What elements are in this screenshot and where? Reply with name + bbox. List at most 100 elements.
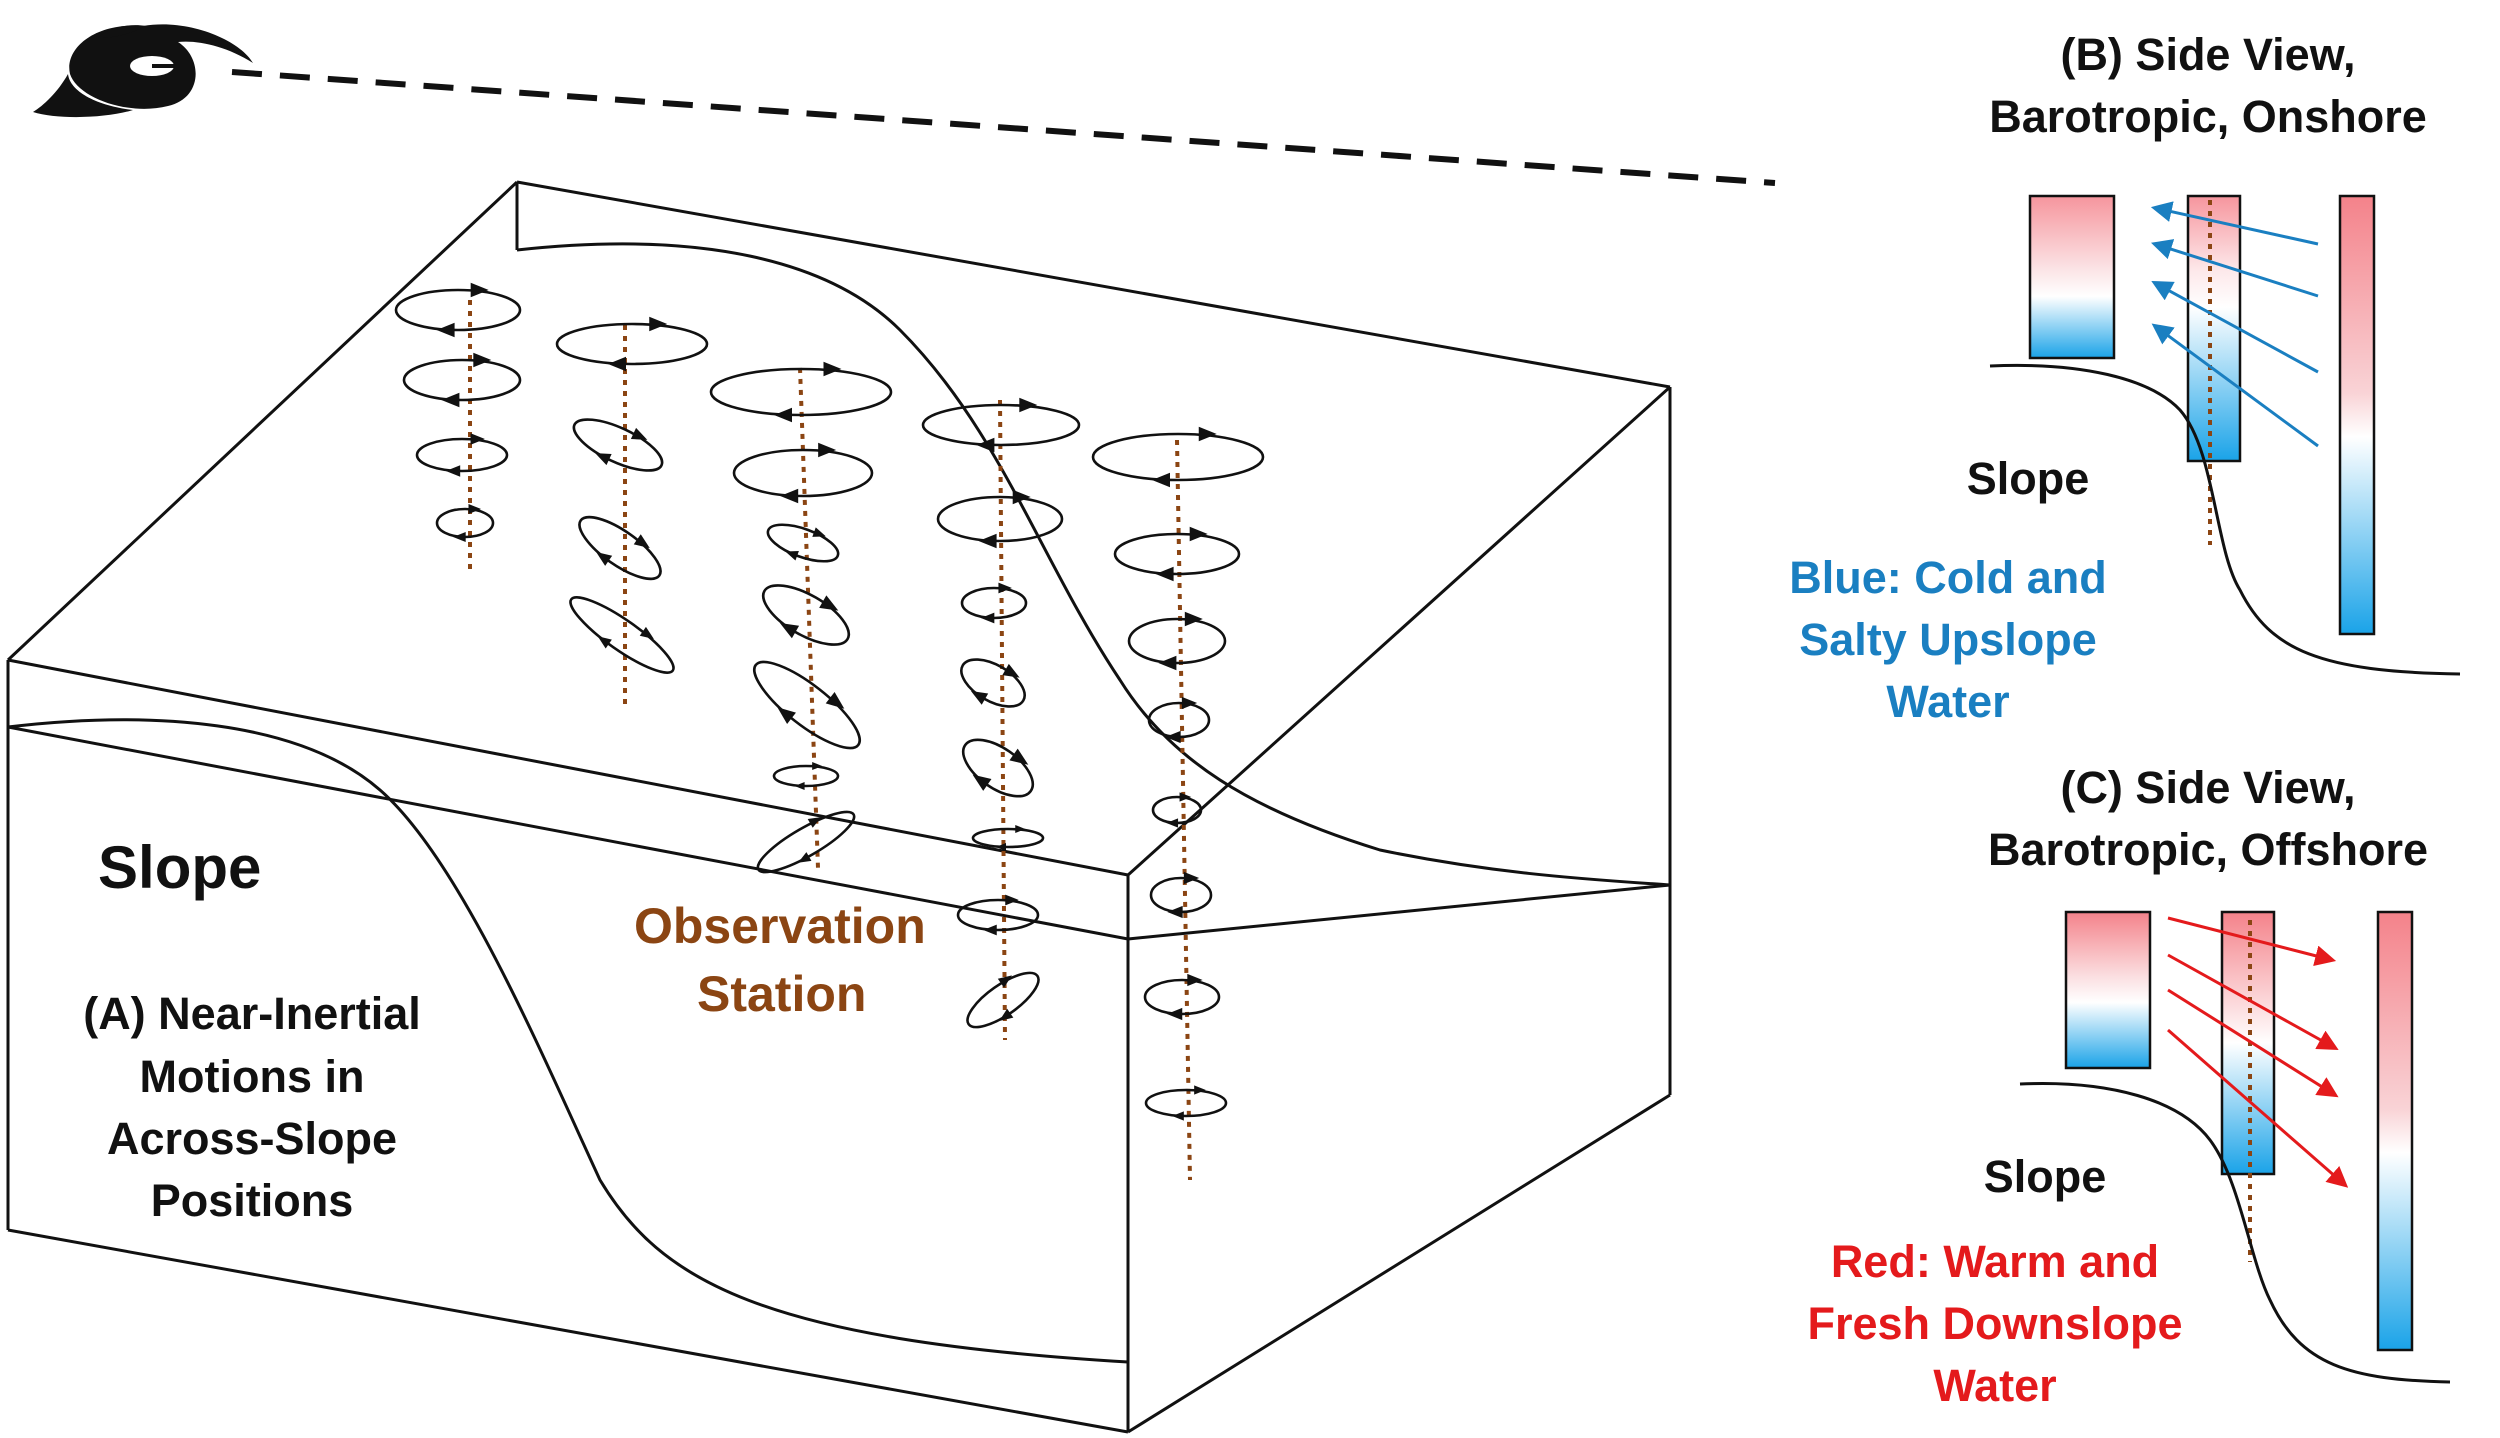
inertial-ellipse	[1149, 871, 1213, 919]
motion-arrowhead	[1152, 472, 1170, 488]
panel-b-legend-line: Blue: Cold and	[1789, 552, 2106, 603]
inertial-ellipse	[1151, 792, 1203, 828]
motion-arrowhead	[445, 465, 461, 477]
inertial-ellipse	[1143, 973, 1221, 1021]
inertial-ellipse	[435, 503, 495, 543]
motion-arrowhead	[785, 551, 799, 561]
motion-arrowhead	[1179, 792, 1192, 802]
inertial-ellipse	[415, 433, 509, 477]
inertial-ellipse	[960, 582, 1028, 624]
slope-surface-curve	[516, 242, 1671, 887]
panel-a-caption: (A) Near-Inertial Motions in Across-Slop…	[83, 988, 421, 1226]
inertial-ellipse	[572, 418, 664, 472]
motion-arrowhead	[807, 817, 822, 828]
inertial-ellipse	[756, 810, 856, 874]
motion-arrowhead	[999, 1008, 1014, 1021]
profile-bar-deep	[2338, 194, 2376, 636]
motion-arrowhead	[441, 392, 460, 408]
motion-arrowhead	[1166, 1007, 1183, 1021]
block-diagram	[6, 180, 1672, 1434]
motion-arrowhead	[1167, 905, 1183, 919]
motion-arrowhead	[436, 322, 455, 338]
onshore-arrow	[2151, 323, 2319, 448]
motion-arrowhead	[1155, 566, 1174, 582]
hurricane-icon	[33, 24, 253, 118]
motion-arrowhead	[1165, 730, 1181, 744]
panel-a-caption-line: (A) Near-Inertial	[83, 988, 421, 1039]
motion-arrowhead	[818, 442, 837, 458]
panel-a-caption-line: Across-Slope	[107, 1113, 397, 1164]
motion-arrowhead	[649, 316, 668, 332]
motion-arrowhead	[596, 552, 613, 566]
profile-bar-shelf	[2028, 194, 2116, 360]
inertial-ellipse	[753, 660, 861, 750]
station-label-line1: Observation	[634, 898, 926, 954]
motion-arrowhead	[980, 612, 995, 624]
panel-c-slope-label: Slope	[1984, 1151, 2107, 1202]
station-line	[798, 367, 820, 869]
inertial-ellipse	[1127, 611, 1227, 671]
slope-front-curve	[7, 718, 1129, 1364]
motion-arrowhead	[1012, 489, 1031, 505]
inertial-ellipse	[1113, 526, 1241, 582]
inertial-ellipse	[394, 282, 522, 338]
motion-arrowhead	[630, 427, 648, 440]
inertial-ellipse	[569, 596, 675, 674]
inertial-ellipse	[772, 762, 840, 790]
station-label-line2: Station	[697, 966, 866, 1022]
profile-bar-deep	[2376, 910, 2414, 1352]
inertial-ellipse	[956, 894, 1040, 936]
inertial-ellipse	[732, 442, 874, 504]
motion-arrowhead	[1158, 655, 1177, 671]
panel-b-legend-line: Salty Upslope	[1799, 614, 2097, 665]
motion-arrowhead	[798, 852, 812, 863]
motion-arrowhead	[633, 534, 650, 549]
motion-arrowhead	[468, 503, 482, 515]
onshore-arrow	[2151, 280, 2319, 374]
motion-arrowhead	[595, 453, 612, 466]
panel-b-title-line2: Barotropic, Onshore	[1989, 91, 2427, 142]
panel-c-title-line1: (C) Side View,	[2060, 762, 2355, 813]
profile-bar-shelf	[2064, 910, 2152, 1070]
motion-arrowhead	[996, 843, 1006, 851]
observation-stations	[468, 300, 1192, 1181]
station-line	[998, 399, 1007, 1041]
motion-arrowhead	[608, 356, 626, 372]
motion-arrowhead	[1019, 397, 1038, 413]
motion-arrowhead	[1166, 818, 1179, 828]
motion-arrowhead	[972, 774, 992, 791]
inertial-ellipse	[402, 352, 522, 408]
inertial-ellipse	[966, 971, 1040, 1029]
onshore-arrow	[2150, 239, 2319, 298]
motion-arrowhead	[780, 488, 799, 504]
motion-arrowhead	[470, 433, 485, 445]
motion-arrowhead	[812, 527, 826, 537]
panel-a-caption-line: Positions	[151, 1175, 354, 1226]
motion-arrowhead	[997, 975, 1012, 988]
motion-arrowhead	[819, 595, 839, 611]
motion-arrowhead	[774, 407, 792, 423]
panel-b-legend-line: Water	[1886, 676, 2009, 727]
inertial-ellipse	[1091, 426, 1265, 488]
motion-arrowhead	[470, 282, 489, 298]
panel-c: (C) Side View, Barotropic, Offshore Slop…	[1807, 762, 2451, 1411]
motion-arrowhead	[1009, 748, 1029, 765]
motion-arrowhead	[1183, 871, 1200, 885]
motion-arrowhead	[473, 352, 492, 368]
inertial-ellipse	[1144, 1085, 1228, 1121]
offshore-arrow	[2167, 953, 2339, 1051]
motion-arrowhead	[1198, 426, 1217, 442]
panel-c-legend-line: Fresh Downslope	[1807, 1298, 2182, 1349]
motion-arrowhead	[1184, 611, 1203, 627]
motion-arrowhead	[1015, 825, 1026, 833]
panel-b: (B) Side View, Barotropic, Onshore Slope…	[1789, 29, 2461, 727]
near-inertial-ellipses	[394, 282, 1265, 1121]
inertial-ellipse	[709, 361, 893, 423]
hurricane-track	[231, 69, 1776, 186]
motion-arrowhead	[453, 531, 466, 543]
inertial-ellipse	[960, 658, 1026, 708]
offshore-arrow	[2167, 988, 2339, 1098]
inertial-ellipse	[766, 523, 840, 563]
inertial-ellipse	[555, 316, 709, 372]
offshore-arrow	[2167, 1028, 2349, 1188]
